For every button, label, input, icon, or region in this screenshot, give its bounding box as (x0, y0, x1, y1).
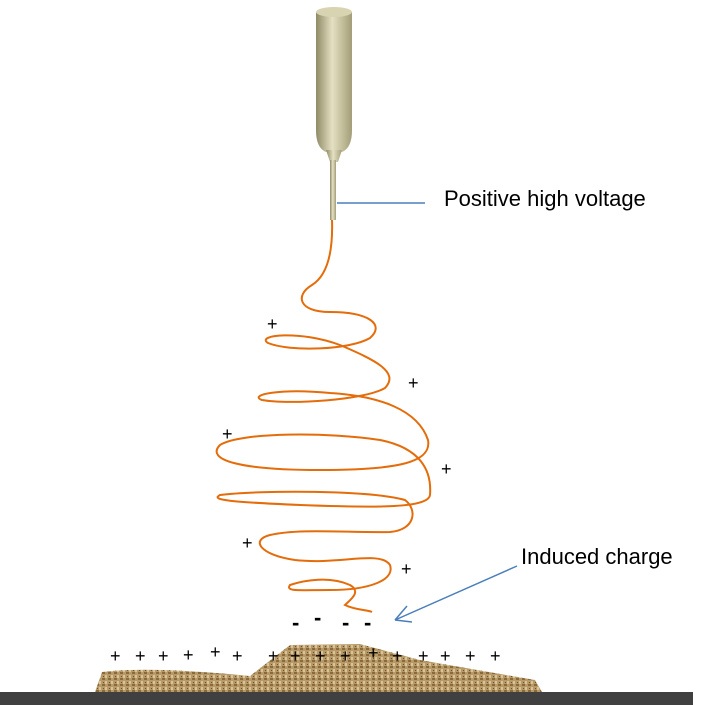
polymer-jet (215, 219, 432, 613)
jet-charge: + (242, 533, 253, 553)
negative-charge: - (314, 605, 322, 630)
positive-high-voltage-label: Positive high voltage (444, 186, 646, 211)
needle (330, 160, 336, 220)
negative-charge: - (342, 610, 350, 635)
collector-charge: + (135, 646, 146, 666)
collector-charge: + (340, 646, 351, 666)
collector-charge: + (440, 646, 451, 666)
jet-charge: + (401, 559, 412, 579)
collector-charge: + (465, 646, 476, 666)
jet-charge: + (267, 314, 278, 334)
collector-charge: + (418, 646, 429, 666)
collector-charge: + (490, 646, 501, 666)
jet-charge: + (222, 424, 233, 444)
syringe (316, 7, 352, 220)
collector-charge: + (290, 646, 301, 666)
induced-charge-label: Induced charge (521, 544, 673, 569)
collector-charge: + (315, 646, 326, 666)
negative-charge: - (292, 610, 300, 635)
fiber-mat (95, 644, 542, 692)
collector-charge: + (268, 646, 279, 666)
collector-charge: + (158, 646, 169, 666)
collector-charge: + (183, 645, 194, 665)
jet-charge: + (441, 459, 452, 479)
negative-charge: - (364, 610, 372, 635)
collector-charge: + (392, 646, 403, 666)
induced-arrow (394, 565, 518, 621)
collector-charge: + (368, 643, 379, 663)
jet-charge: + (408, 373, 419, 393)
arrowhead-icon (394, 605, 413, 623)
collector-charge: + (110, 646, 121, 666)
collector-plate[interactable] (0, 692, 693, 705)
collector-charge: + (232, 646, 243, 666)
collector-charge: + (210, 642, 221, 662)
